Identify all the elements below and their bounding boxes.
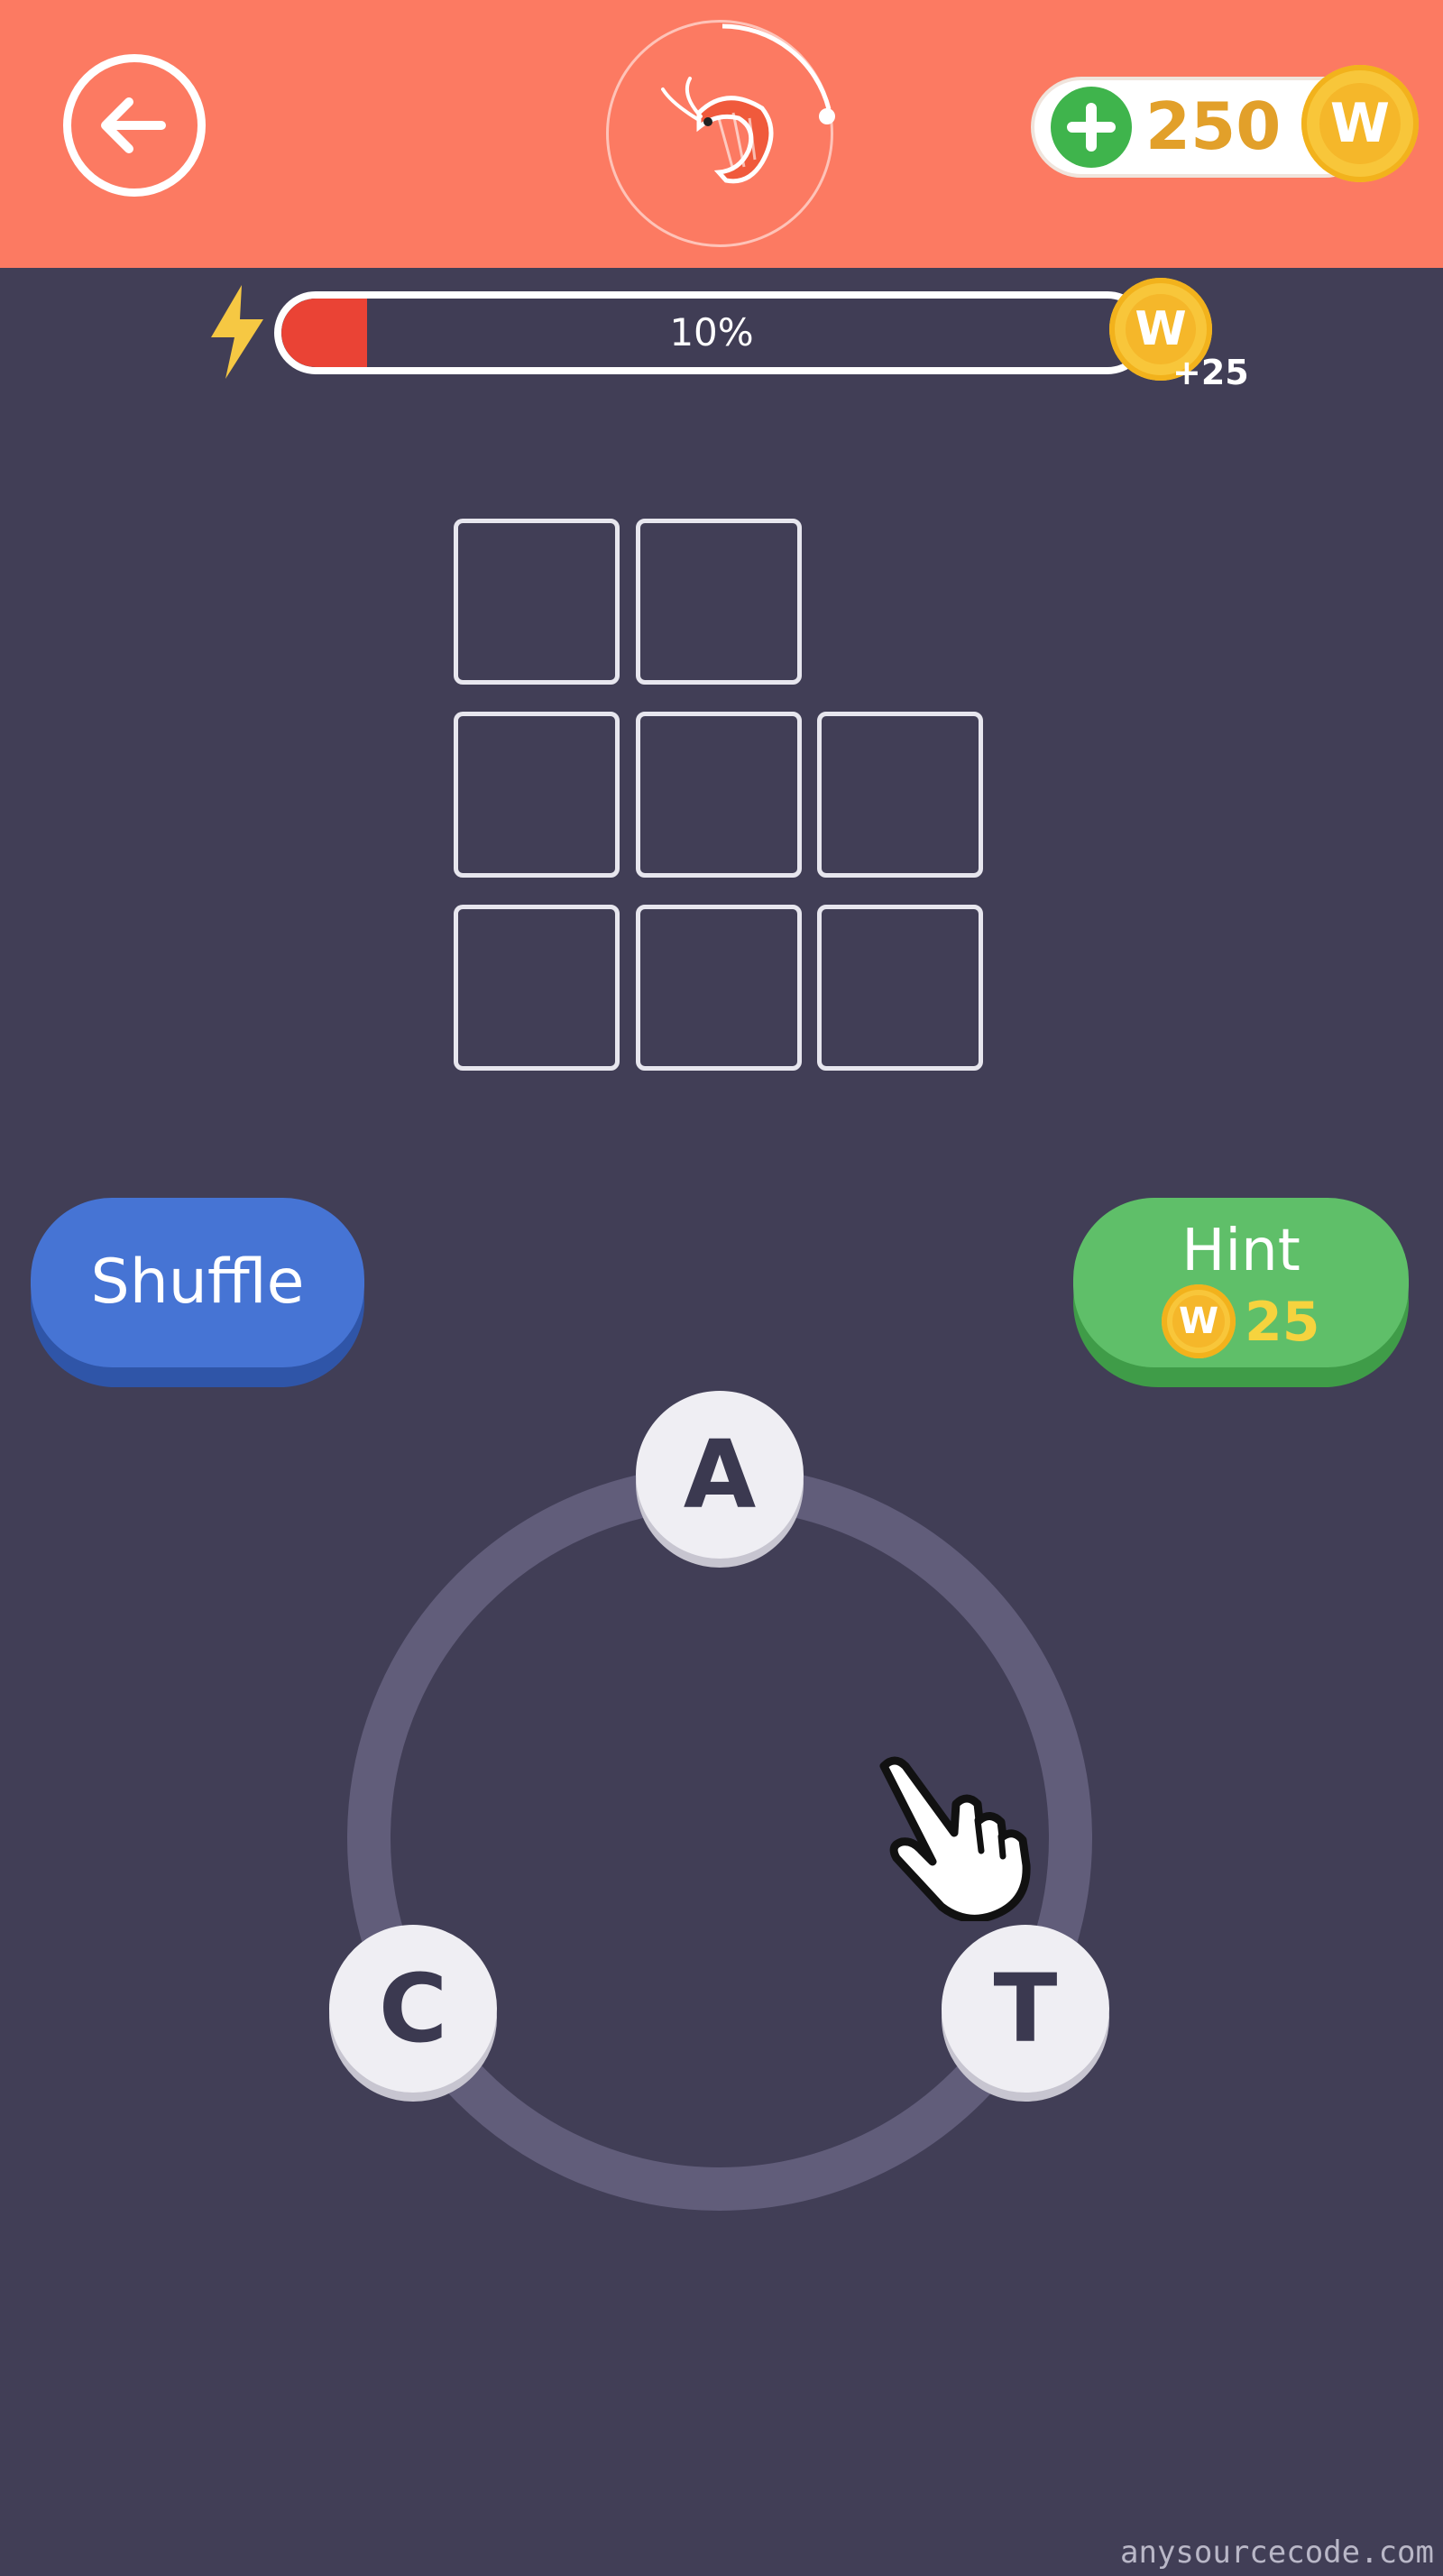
progress-percent: 10%	[669, 310, 754, 354]
add-coins-button[interactable]	[1051, 87, 1132, 168]
shrimp-icon	[661, 23, 835, 184]
plus-icon	[1067, 103, 1116, 152]
lightning-icon	[211, 285, 263, 379]
grid-cell	[636, 905, 802, 1071]
grid-cell	[454, 905, 620, 1071]
shuffle-button[interactable]: Shuffle	[31, 1198, 364, 1367]
grid-cell	[817, 905, 983, 1071]
arrow-left-icon	[101, 97, 166, 153]
grid-cell	[454, 712, 620, 878]
shuffle-label: Shuffle	[90, 1247, 305, 1318]
grid-cell	[636, 519, 802, 685]
coin-balance: 250	[1145, 88, 1282, 164]
back-button[interactable]	[63, 54, 206, 197]
tap-hand-icon	[879, 1756, 1031, 1921]
level-badge	[606, 20, 835, 247]
grid-cell	[454, 519, 620, 685]
progress-bar	[274, 291, 1149, 374]
hint-cost: 25	[1245, 1291, 1320, 1354]
progress-fill	[281, 299, 368, 367]
hint-button[interactable]: Hint	[1073, 1198, 1409, 1367]
letter-tile-c[interactable]: C	[329, 1925, 497, 2093]
reward-amount: +25	[1172, 353, 1249, 392]
hint-coin-icon: W	[1162, 1284, 1236, 1358]
grid-cell	[636, 712, 802, 878]
hint-label: Hint	[1181, 1218, 1301, 1284]
grid-cell	[817, 712, 983, 878]
letter-tile-a[interactable]: A	[636, 1391, 804, 1559]
coin-icon: W	[1301, 65, 1419, 182]
letter-tile-t[interactable]: T	[942, 1925, 1109, 2093]
watermark: anysourcecode.com	[1120, 2535, 1434, 2571]
reward-coin-icon: W	[1109, 278, 1212, 381]
